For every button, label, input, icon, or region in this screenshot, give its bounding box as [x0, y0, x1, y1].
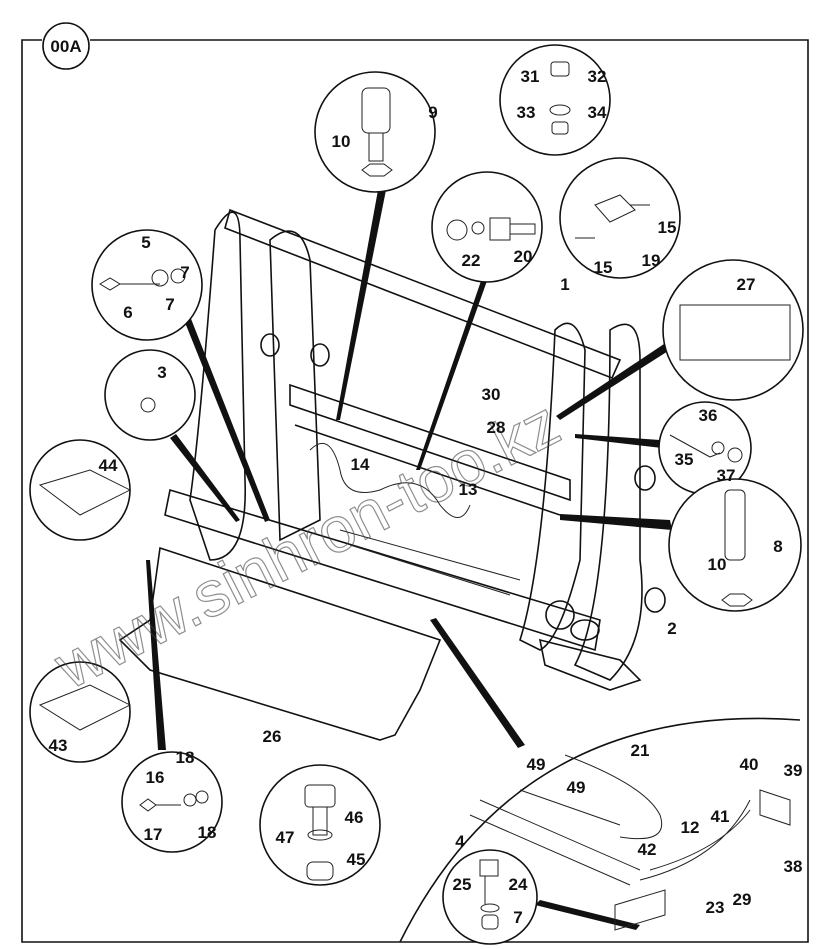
part-sketches	[38, 61, 791, 931]
part-number-label: 26	[263, 727, 282, 746]
part-number-label: 47	[276, 828, 295, 847]
part-number-label: 15	[658, 218, 677, 237]
part-number-label: 49	[567, 778, 586, 797]
part-number-label: 1	[560, 275, 569, 294]
part-number-label: 43	[49, 736, 68, 755]
part-number-label: 23	[706, 898, 725, 917]
part-number-label: 35	[675, 450, 694, 469]
part-number-label: 28	[487, 418, 506, 437]
part-number-label: 41	[711, 807, 730, 826]
part-number-label: 16	[146, 768, 165, 787]
section-badge-label: 00A	[50, 37, 81, 56]
part-number-label: 22	[462, 251, 481, 270]
part-number-label: 8	[773, 537, 782, 556]
part-number-label: 10	[708, 555, 727, 574]
part-number-label: 30	[482, 385, 501, 404]
part-number-label: 17	[144, 825, 163, 844]
part-number-label: 18	[198, 823, 217, 842]
section-badge	[42, 22, 90, 70]
part-number-label: 9	[428, 103, 437, 122]
part-number-label: 25	[453, 875, 472, 894]
quick-hitch-frame	[164, 208, 666, 691]
part-number-label: 20	[514, 247, 533, 266]
part-number-label: 49	[527, 755, 546, 774]
part-number-label: 37	[717, 466, 736, 485]
part-number-label: 10	[332, 132, 351, 151]
part-number-label: 39	[784, 761, 803, 780]
part-number-label: 24	[509, 875, 528, 894]
part-number-label: 27	[737, 275, 756, 294]
part-number-label: 33	[517, 103, 536, 122]
part-number-label: 21	[631, 741, 650, 760]
part-number-label: 7	[180, 263, 189, 282]
part-number-label: 32	[588, 67, 607, 86]
part-number-label: 36	[699, 406, 718, 425]
part-number-label: 13	[459, 480, 478, 499]
diagram-frame	[21, 39, 809, 943]
part-number-label: 42	[638, 840, 657, 859]
part-number-label: 18	[176, 748, 195, 767]
part-number-label: 7	[513, 908, 522, 927]
part-number-label: 4	[455, 832, 465, 851]
part-number-label: 19	[642, 251, 661, 270]
part-number-label: 7	[165, 295, 174, 314]
part-number-label: 38	[784, 857, 803, 876]
part-number-label: 2	[667, 619, 676, 638]
part-number-label: 14	[351, 455, 370, 474]
part-number-label: 29	[733, 890, 752, 909]
part-number-label: 44	[99, 456, 118, 475]
part-number-label: 34	[588, 103, 607, 122]
part-number-label: 3	[157, 363, 166, 382]
callout-circles	[29, 44, 804, 945]
part-number-label: 31	[521, 67, 540, 86]
part-number-label: 46	[345, 808, 364, 827]
part-number-label: 12	[681, 818, 700, 837]
callout-leaders	[146, 190, 676, 930]
part-number-label: 15	[594, 258, 613, 277]
part-number-label: 40	[740, 755, 759, 774]
part-number-label: 45	[347, 850, 366, 869]
part-number-label: 6	[123, 303, 132, 322]
bottom-plate	[118, 546, 442, 741]
part-number-label: 5	[141, 233, 150, 252]
